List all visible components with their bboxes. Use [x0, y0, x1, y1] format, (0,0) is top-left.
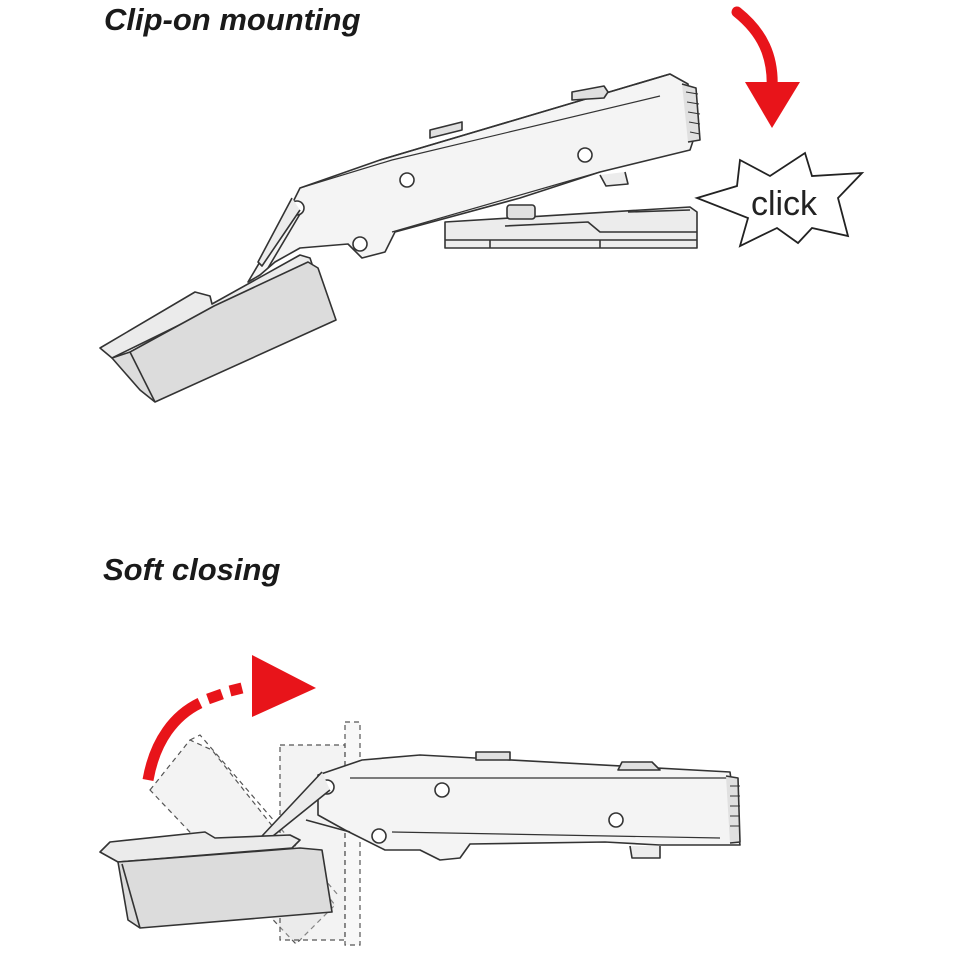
clip-on-mounting-heading: Clip-on mounting — [104, 2, 361, 37]
curved-down-arrow-icon — [731, 6, 800, 128]
hinge-arm — [247, 73, 701, 283]
starburst-icon: click — [694, 151, 865, 248]
hinge-cup — [99, 254, 337, 403]
clip-on-hinge-illustration — [99, 73, 701, 403]
soft-closing-heading: Soft closing — [103, 552, 281, 587]
hinge-link-arms — [257, 197, 301, 269]
click-label: click — [751, 185, 818, 223]
hinge-cup-closing — [99, 831, 333, 929]
hinge-arm-closing — [317, 751, 741, 861]
dashed-curved-right-arrow-icon — [142, 655, 316, 782]
soft-closing-hinge-illustration — [99, 751, 741, 929]
mounting-plate — [444, 204, 698, 249]
